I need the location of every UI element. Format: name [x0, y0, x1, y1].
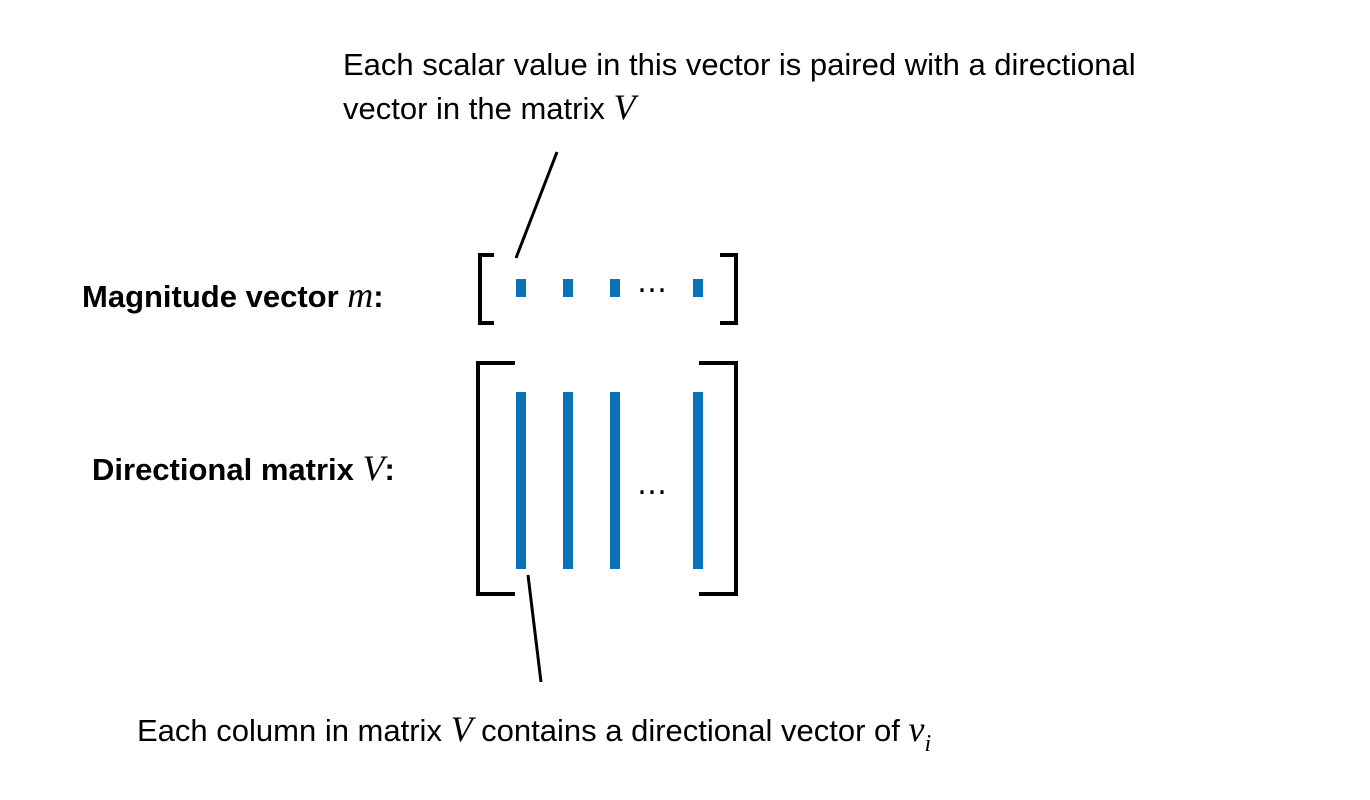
top-annotation-line2-text: vector in the matrix	[343, 91, 614, 126]
matrix-column-2	[563, 392, 573, 569]
magnitude-label-math-m: m	[347, 275, 374, 315]
magnitude-ellipsis: …	[637, 265, 667, 300]
magnitude-left-bracket	[478, 253, 494, 325]
matrix-right-bracket	[699, 361, 738, 596]
directional-label-math-v: V	[362, 448, 385, 488]
bottom-annotation-math-vi: v	[908, 709, 925, 749]
top-leader-line	[514, 151, 559, 259]
matrix-ellipsis: …	[637, 467, 667, 502]
matrix-column-1	[516, 392, 526, 569]
magnitude-right-bracket	[720, 253, 738, 325]
top-annotation-line1: Each scalar value in this vector is pair…	[343, 47, 1136, 82]
magnitude-vector-label: Magnitude vector m:	[82, 277, 384, 313]
directional-label-text: Directional matrix	[92, 452, 363, 487]
bottom-annotation-text2: contains a directional vector of	[472, 713, 909, 748]
magnitude-element-4	[693, 279, 703, 297]
bottom-annotation-math-subscript-i: i	[924, 731, 932, 757]
magnitude-element-1	[516, 279, 526, 297]
magnitude-label-colon: :	[373, 279, 384, 314]
magnitude-element-2	[563, 279, 573, 297]
bottom-annotation-math-v: V	[450, 709, 473, 749]
magnitude-label-text: Magnitude vector	[82, 279, 348, 314]
matrix-column-3	[610, 392, 620, 569]
magnitude-element-3	[610, 279, 620, 297]
bottom-leader-line	[526, 574, 543, 683]
matrix-left-bracket	[476, 361, 515, 596]
top-annotation-line2: vector in the matrix V	[343, 89, 635, 125]
top-annotation-math-v: V	[613, 87, 636, 127]
bottom-annotation-text1: Each column in matrix	[137, 713, 451, 748]
directional-label-colon: :	[384, 452, 395, 487]
matrix-column-4	[693, 392, 703, 569]
bottom-annotation: Each column in matrix V contains a direc…	[137, 709, 931, 756]
directional-matrix-label: Directional matrix V:	[92, 450, 395, 486]
